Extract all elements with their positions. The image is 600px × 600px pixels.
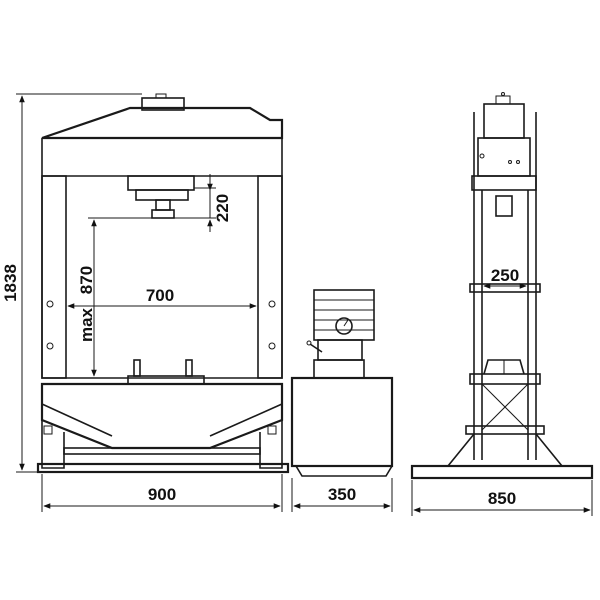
side-depth-label: 850: [488, 489, 516, 508]
side-brace: [481, 383, 529, 431]
column-hole: [268, 342, 276, 350]
inner-width-label: 700: [146, 286, 174, 305]
side-hole: [479, 153, 485, 159]
side-base: [410, 464, 594, 480]
ram-tip: [151, 209, 175, 219]
cylinder-body: [135, 189, 189, 201]
side-hole: [508, 160, 512, 164]
side-bed-bracket: [469, 373, 541, 385]
pressure-gauge-icon: [335, 317, 353, 335]
side-cap-bolt: [501, 92, 505, 96]
side-inner-label: 250: [491, 266, 519, 285]
crossbeam-detail: [209, 403, 283, 437]
base-rail: [63, 447, 261, 455]
ram-neck: [155, 199, 171, 211]
pump-handle: [309, 343, 323, 353]
column-hole: [46, 300, 54, 308]
pump-tank: [290, 376, 394, 468]
press-top-bolt: [155, 93, 167, 99]
lower-crossbeam: [40, 382, 284, 450]
side-foot-flare: [446, 433, 564, 467]
pump-motor: [313, 289, 375, 341]
max-opening-prefix: max: [77, 307, 96, 342]
pump-tank-base: [295, 465, 393, 477]
left-column: [41, 175, 67, 379]
leg-bolt: [43, 425, 53, 435]
side-lower-plate: [465, 425, 545, 435]
press-width-label: 900: [148, 485, 176, 504]
overall-height-label: 1838: [1, 264, 20, 302]
pump-width-label: 350: [328, 485, 356, 504]
crossbeam-detail: [41, 403, 113, 437]
press-crown: [41, 106, 284, 140]
pump-handle-knob: [306, 340, 312, 346]
side-hole: [516, 160, 520, 164]
pump-valve-block: [317, 339, 363, 361]
right-column: [257, 175, 283, 379]
cylinder-head: [127, 175, 195, 191]
bed-pin: [133, 359, 141, 377]
dimension-lines: [16, 93, 593, 516]
gauge-needle: [343, 319, 349, 327]
side-crown: [477, 137, 531, 177]
floor-bar: [36, 462, 290, 474]
bed-pin: [185, 359, 193, 377]
pump-base-block: [313, 359, 365, 379]
column-hole: [46, 342, 54, 350]
side-ram: [495, 195, 513, 217]
stroke-label: 220: [213, 194, 232, 222]
leg-bolt: [267, 425, 277, 435]
side-cap: [495, 95, 511, 105]
side-mid-bracket: [469, 283, 541, 293]
press-front-view: [36, 93, 290, 474]
dimension-labels: 1838 900 350 850 700 max 870 220 250: [1, 194, 519, 508]
max-opening-label: 870: [77, 266, 96, 294]
press-side-view: [410, 92, 594, 480]
column-hole: [268, 300, 276, 308]
side-crown-plate: [471, 175, 537, 191]
pump-unit: [290, 289, 394, 477]
side-cylinder-top: [483, 103, 525, 139]
